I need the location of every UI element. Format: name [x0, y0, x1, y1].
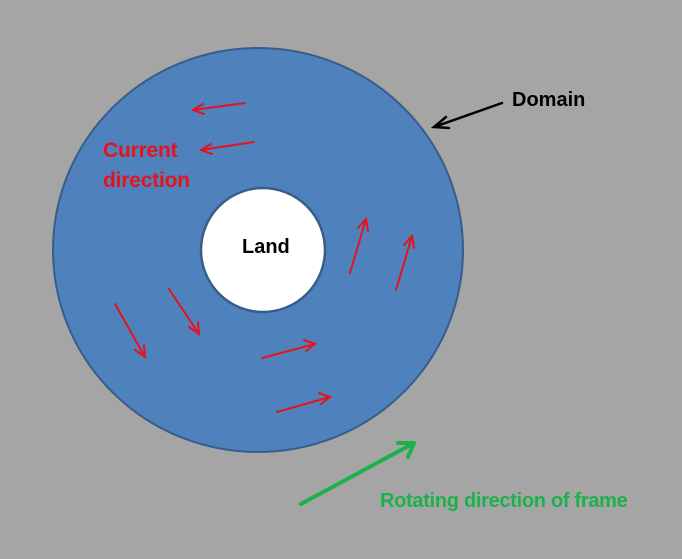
current-arrow-1	[190, 102, 246, 115]
current-arrow-8	[276, 392, 333, 413]
current-direction-label-line-1: Current	[103, 139, 178, 162]
current-arrow-6	[168, 288, 201, 337]
current-direction-label-line-2: direction	[103, 169, 190, 192]
current-arrow-2	[198, 141, 255, 155]
domain-pointer-arrow	[430, 101, 504, 130]
land-circle	[199, 186, 327, 314]
current-arrow-4	[395, 233, 415, 291]
current-direction-label: Current direction	[103, 136, 190, 196]
rotating-frame-label: Rotating direction of frame	[380, 490, 628, 512]
current-arrow-5	[114, 303, 147, 360]
current-arrows	[114, 102, 415, 413]
rotating-frame-arrow	[299, 441, 416, 506]
current-arrow-7	[261, 339, 318, 359]
land-label: Land	[242, 236, 290, 258]
domain-label: Domain	[512, 89, 586, 111]
current-arrow-3	[349, 216, 369, 274]
